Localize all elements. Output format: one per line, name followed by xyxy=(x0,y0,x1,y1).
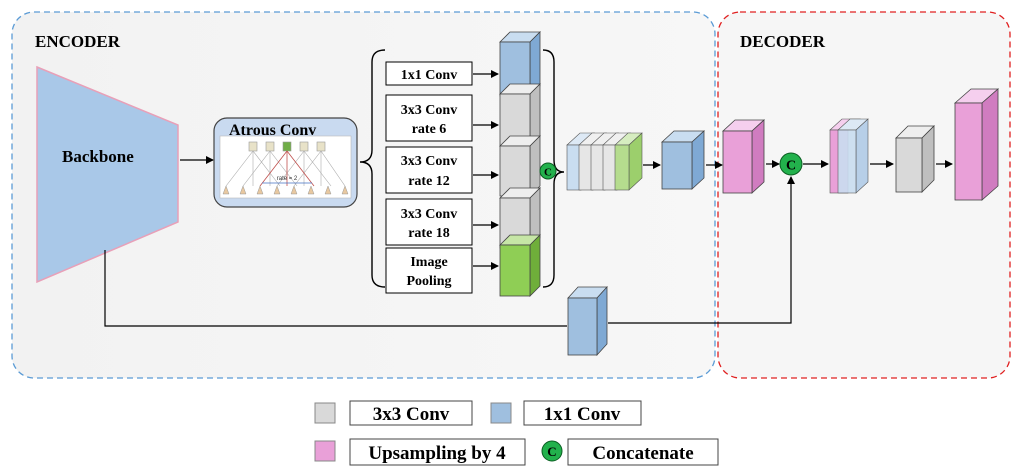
decoder-3x3-block xyxy=(895,125,935,193)
aspp-branch-rate12: 3x3 Conv rate 12 xyxy=(385,146,473,194)
backbone-label: Backbone xyxy=(62,147,134,166)
aspp-left-brace xyxy=(359,49,386,288)
aspp-branch-rate18: 3x3 Conv rate 18 xyxy=(385,198,473,246)
atrous-conv-panel: rate = 2 xyxy=(213,117,358,208)
svg-text:3x3 Conv: 3x3 Conv xyxy=(401,103,457,118)
decoder-title: DECODER xyxy=(740,32,826,51)
concat-icon-decoder: C xyxy=(779,152,803,176)
legend-swatch-upsample xyxy=(314,440,336,462)
legend-label-box-3x3 xyxy=(349,400,473,426)
legend-swatch-3x3 xyxy=(314,402,336,424)
aspp-branch-1x1: 1x1 Conv xyxy=(385,61,473,86)
legend-label-1x1: 1x1 Conv xyxy=(544,404,621,425)
svg-text:rate 12: rate 12 xyxy=(408,174,450,189)
svg-text:3x3 Conv: 3x3 Conv xyxy=(401,207,457,222)
decoder-concat-stack xyxy=(829,118,869,194)
svg-text:3x3 Conv: 3x3 Conv xyxy=(401,154,457,169)
legend-label-box-concat xyxy=(567,438,719,466)
legend-label-3x3: 3x3 Conv xyxy=(373,404,450,425)
legend-label-box-1x1 xyxy=(523,400,642,426)
atrous-conv-title: Atrous Conv xyxy=(229,122,316,139)
legend-label-concat: Concatenate xyxy=(592,443,693,464)
legend: 3x3 Conv 1x1 Conv Upsampling by 4 C Conc… xyxy=(314,400,719,466)
skip-line-backbone xyxy=(104,250,567,327)
svg-text:Image: Image xyxy=(410,255,447,270)
svg-text:1x1 Conv: 1x1 Conv xyxy=(401,68,457,83)
svg-text:rate 18: rate 18 xyxy=(408,226,450,241)
aspp-branch-image-pooling: Image Pooling xyxy=(385,247,473,294)
encoder-title: ENCODER xyxy=(35,32,121,51)
aspp-branch-rate6: 3x3 Conv rate 6 xyxy=(385,94,473,142)
backbone-block xyxy=(36,65,179,284)
svg-text:C: C xyxy=(786,159,796,174)
legend-concat-icon: C xyxy=(541,440,563,462)
aspp-right-brace xyxy=(542,49,565,288)
skip-line-to-concat xyxy=(608,176,795,324)
atrous-rate-text: rate = 2 xyxy=(277,176,298,182)
svg-text:rate 6: rate 6 xyxy=(412,122,447,137)
concat-icon-encoder: C xyxy=(539,162,557,180)
svg-text:Pooling: Pooling xyxy=(406,274,451,289)
skip-1x1-block xyxy=(567,285,608,357)
legend-label-upsample: Upsampling by 4 xyxy=(368,443,506,464)
upsample-block-2 xyxy=(953,88,1000,201)
upsample-block-1 xyxy=(721,119,766,194)
svg-text:C: C xyxy=(544,167,552,179)
svg-text:C: C xyxy=(547,444,556,459)
concatenated-feature-stack xyxy=(566,132,643,191)
aspp-block-rate12 xyxy=(499,135,541,197)
legend-label-box-upsample xyxy=(349,438,526,466)
legend-swatch-1x1 xyxy=(490,402,512,424)
aspp-output-1x1-block xyxy=(660,130,706,190)
aspp-block-image-pooling xyxy=(499,234,541,297)
